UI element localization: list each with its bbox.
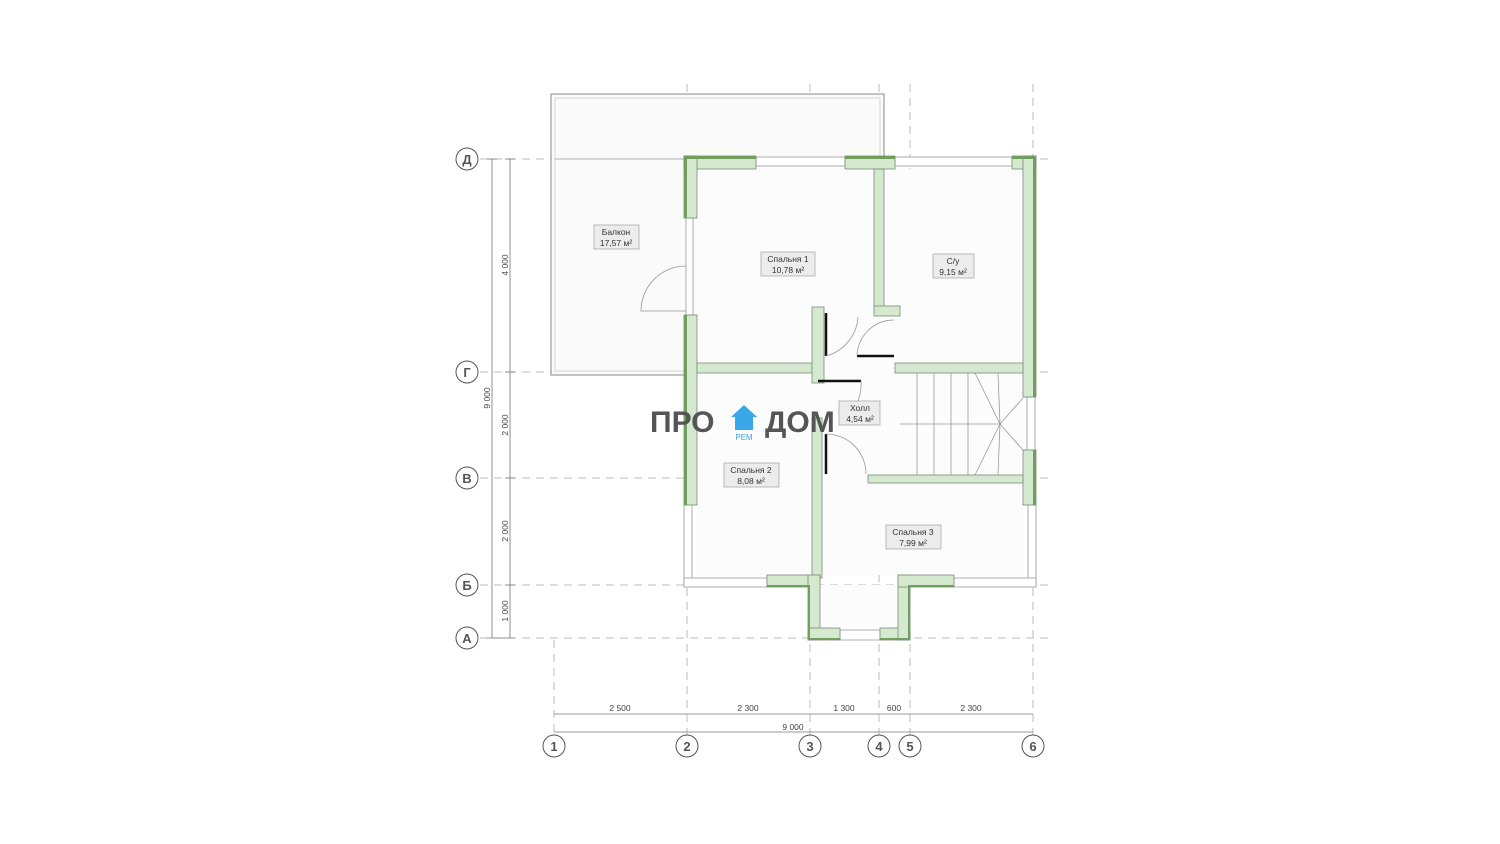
walls xyxy=(683,155,1037,641)
svg-text:600: 600 xyxy=(887,703,901,713)
svg-text:8,08 м²: 8,08 м² xyxy=(737,476,765,486)
svg-text:2 500: 2 500 xyxy=(609,703,631,713)
svg-text:Спальня 1: Спальня 1 xyxy=(767,254,809,264)
svg-text:Г: Г xyxy=(463,365,471,380)
axis-markers-numbers: 1 2 3 4 5 6 xyxy=(542,734,1045,758)
svg-text:ПРО: ПРО xyxy=(650,406,715,439)
svg-text:9 000: 9 000 xyxy=(482,387,492,409)
svg-text:А: А xyxy=(462,631,472,646)
svg-text:Балкон: Балкон xyxy=(602,227,631,237)
watermark-logo: ПРО РЕМ ДОМ xyxy=(650,405,835,442)
svg-text:4: 4 xyxy=(875,739,883,754)
svg-text:2 000: 2 000 xyxy=(500,414,510,436)
room-label-hall: Холл 4,54 м² xyxy=(838,400,881,426)
bay-floor xyxy=(820,585,898,628)
room-label-bathroom: С/у 9,15 м² xyxy=(932,253,975,279)
svg-text:7,99 м²: 7,99 м² xyxy=(899,538,927,548)
svg-text:Б: Б xyxy=(462,578,471,593)
room-label-bedroom-1: Спальня 1 10,78 м² xyxy=(760,251,816,277)
room-label-bedroom-3: Спальня 3 7,99 м² xyxy=(885,524,942,550)
svg-text:Спальня 2: Спальня 2 xyxy=(730,465,772,475)
svg-text:10,78 м²: 10,78 м² xyxy=(772,265,804,275)
svg-text:4 000: 4 000 xyxy=(500,254,510,276)
svg-text:Д: Д xyxy=(462,152,472,167)
svg-text:2 300: 2 300 xyxy=(960,703,982,713)
svg-text:6: 6 xyxy=(1029,739,1036,754)
axis-markers-letters: Д Г В Б А xyxy=(455,147,479,650)
svg-text:2: 2 xyxy=(683,739,690,754)
svg-text:9 000: 9 000 xyxy=(782,722,804,732)
svg-text:17,57 м²: 17,57 м² xyxy=(600,238,632,248)
svg-text:Холл: Холл xyxy=(850,403,870,413)
svg-text:4,54 м²: 4,54 м² xyxy=(846,414,874,424)
svg-text:3: 3 xyxy=(806,739,813,754)
svg-text:9,15 м²: 9,15 м² xyxy=(939,267,967,277)
svg-text:1 300: 1 300 xyxy=(833,703,855,713)
horizontal-dimensions: 2 500 2 300 1 300 600 2 300 9 000 xyxy=(554,703,1033,733)
svg-text:2 000: 2 000 xyxy=(500,520,510,542)
doors xyxy=(640,265,895,475)
svg-text:РЕМ: РЕМ xyxy=(735,433,753,442)
svg-text:5: 5 xyxy=(906,739,913,754)
staircase xyxy=(900,372,1024,476)
svg-text:Спальня 3: Спальня 3 xyxy=(892,527,934,537)
svg-text:В: В xyxy=(462,471,471,486)
house-icon xyxy=(731,405,757,430)
svg-text:1 000: 1 000 xyxy=(500,600,510,622)
room-label-balcony: Балкон 17,57 м² xyxy=(593,224,640,250)
svg-text:2 300: 2 300 xyxy=(737,703,759,713)
svg-text:ДОМ: ДОМ xyxy=(765,406,835,439)
svg-text:С/у: С/у xyxy=(947,256,961,266)
room-label-bedroom-2: Спальня 2 8,08 м² xyxy=(723,462,780,488)
svg-text:1: 1 xyxy=(550,739,557,754)
vertical-dimensions: 4 000 2 000 2 000 1 000 9 000 xyxy=(482,158,515,639)
